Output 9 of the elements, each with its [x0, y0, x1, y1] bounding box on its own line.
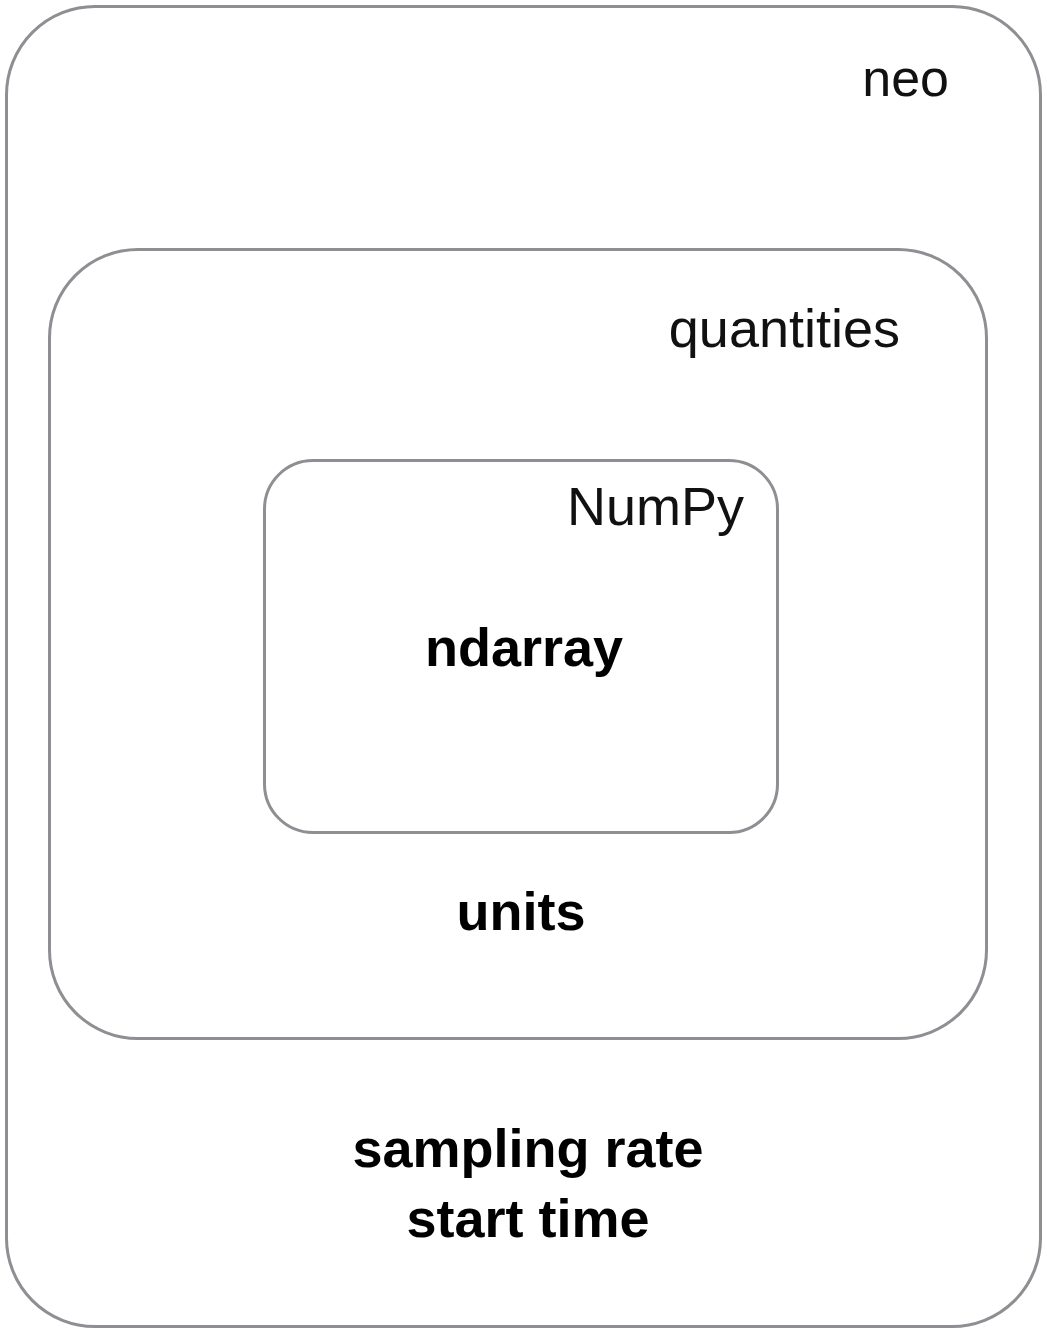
box-title: neo: [862, 50, 949, 108]
outer-box: [5, 5, 1042, 1328]
middle-box: [48, 248, 988, 1040]
box-title: NumPy: [566, 477, 744, 537]
field-name: ndarray: [423, 616, 625, 679]
field-name: sampling rate start time: [351, 1117, 705, 1251]
inner-box: [263, 459, 779, 834]
field-name: units: [455, 880, 587, 943]
box-title: quantities: [668, 299, 900, 359]
